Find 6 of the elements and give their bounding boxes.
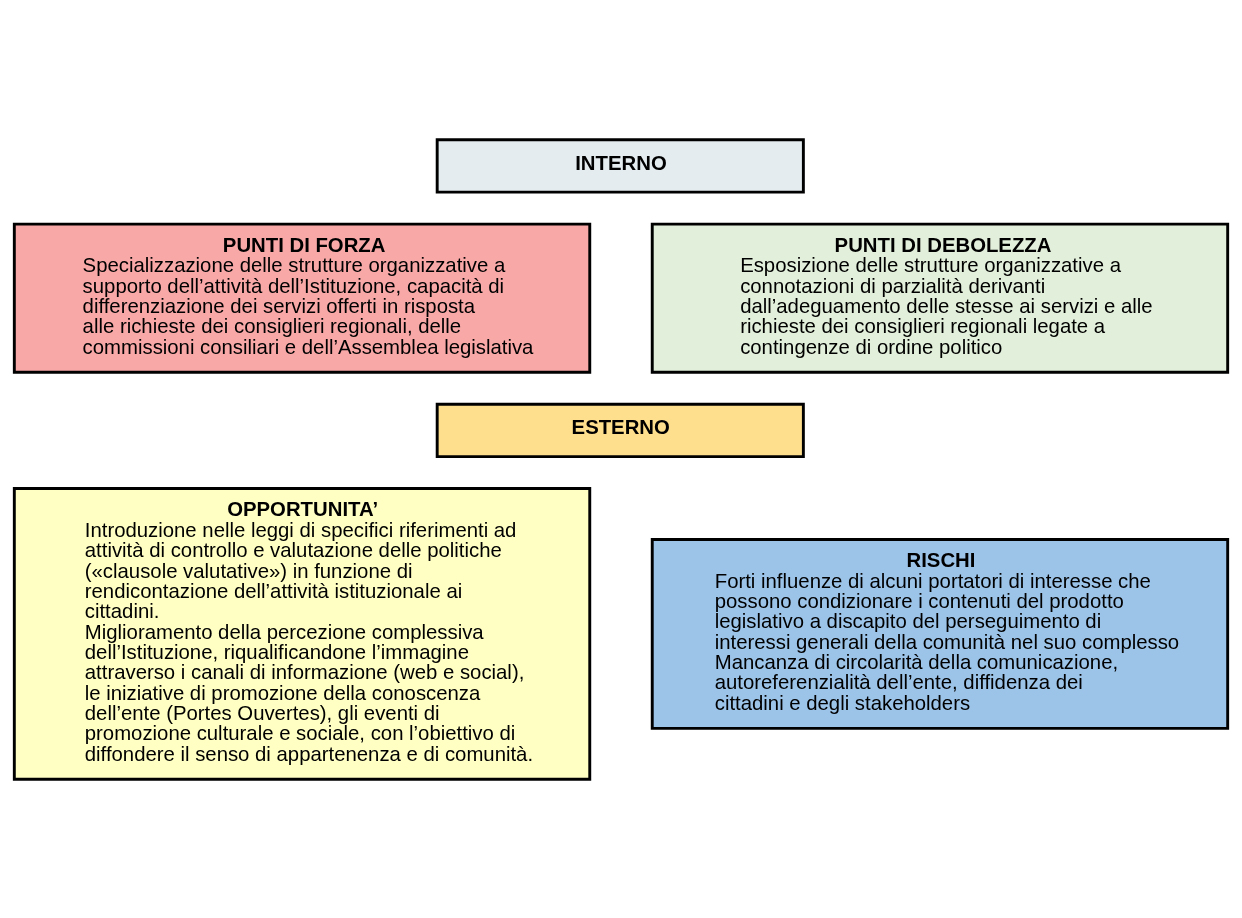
node-box: OPPORTUNITA’ Introduzione nelle leggi di specifici riferimenti ad attività di controllo e valutazione delle politiche («clausole valutative») in funzione di rendicontazione dell’attività istituzionale ai cittadini. Miglioramento della percezione complessiva dell’Istituzione, riqualificandone l’immagine attraverso i canali di informazione (web e social), le iniziative di promozione della conoscenza dell’ente (Portes Ouvertes), gli eventi di promozione culturale e sociale, con l’obiettivo di diffondere il senso di appartenenza e di comunità. — [12, 486, 592, 781]
node-box: INTERNO — [435, 137, 805, 194]
node-box: PUNTI DI DEBOLEZZA Esposizione delle strutture organizzative a connotazioni di parzialità derivanti dall’adeguamento delle stesse ai servizi e alle richieste dei consiglieri regionali legate a contingenze di ordine politico — [650, 222, 1230, 374]
node-box: ESTERNO — [435, 402, 805, 458]
node-box: RISCHI Forti influenze di alcuni portatori di interesse che possono condizionare i contenuti del prodotto legislativo a discapito del perseguimento di interessi generali della comunità nel suo complesso Mancanza di circolarità della comunicazione, autoreferenzialità dell’ente, diffidenza dei cittadini e degli stakeholders — [650, 537, 1230, 730]
node-box: PUNTI DI FORZA Specializzazione delle strutture organizzative a supporto dell’attività dell’Istituzione, capacità di differenziazione dei servizi offerti in risposta alle richieste dei consiglieri regionali, delle commissioni consiliari e dell’Assemblea legislativa — [12, 222, 592, 374]
